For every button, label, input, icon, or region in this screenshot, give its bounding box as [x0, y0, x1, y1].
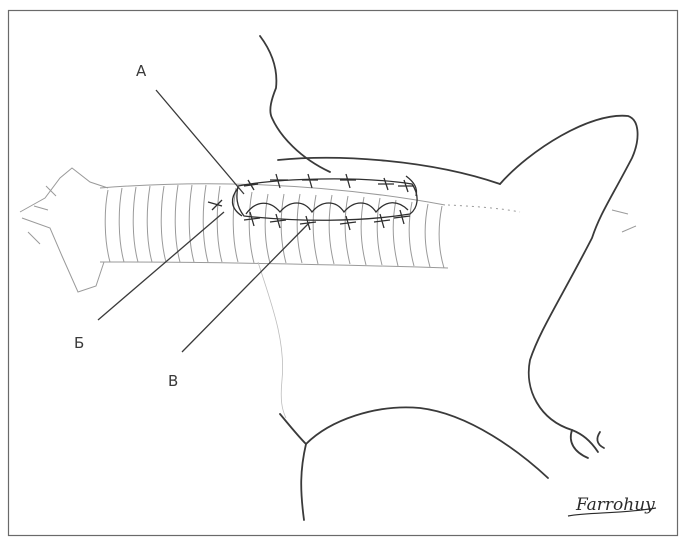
label-a: A — [136, 62, 147, 80]
figure-frame — [9, 11, 678, 536]
leader-line-a — [156, 90, 244, 194]
tissue-outlines — [260, 36, 638, 520]
signature: Farrohuy — [568, 495, 656, 516]
leader-line-c — [182, 222, 310, 352]
suture-flap — [208, 174, 417, 230]
label-b: Б — [74, 334, 84, 352]
pencil-guide-line — [258, 262, 286, 418]
label-c: В — [168, 372, 178, 390]
trachea-tube — [20, 168, 636, 292]
